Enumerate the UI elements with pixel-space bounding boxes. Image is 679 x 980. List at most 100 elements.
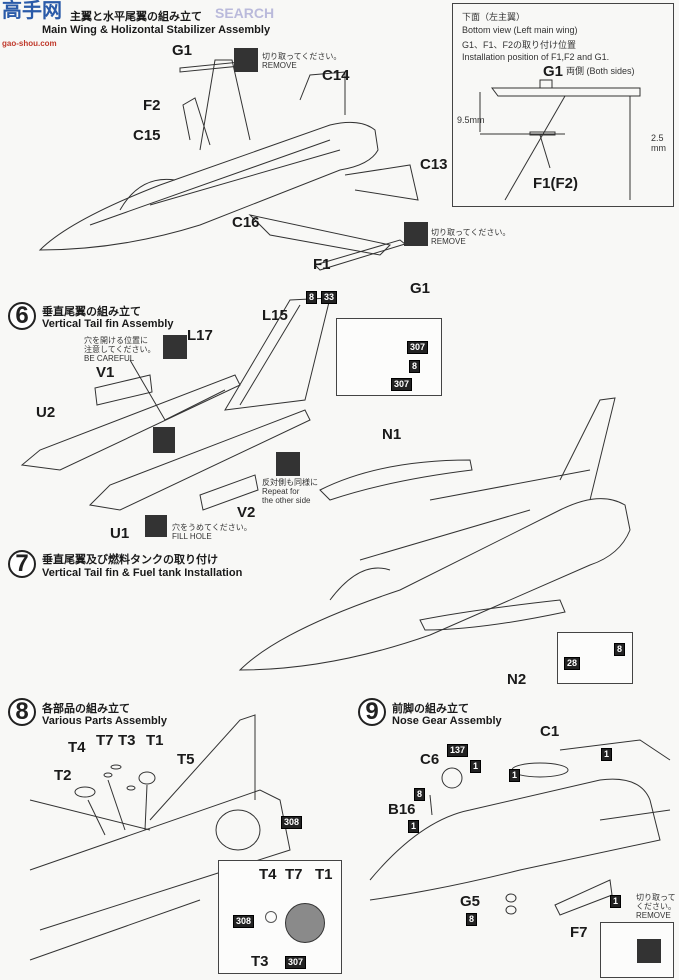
part-label-u1: U1 — [110, 525, 130, 542]
parts-paint-inset: T4 T7 T1 308 T3 307 — [218, 860, 342, 974]
inset-line2: Bottom view (Left main wing) — [462, 25, 578, 35]
bottom-view-diagram — [479, 79, 641, 201]
inset-dim-9-5: 9.5mm — [457, 115, 485, 125]
drill-hole-icon — [163, 335, 187, 359]
tail-fin-drawing — [20, 297, 331, 511]
t4-ring — [265, 911, 277, 923]
watermark-brand: 高手网 — [2, 0, 62, 22]
part-label-g1: G1 — [172, 42, 193, 59]
step-number-8: 8 — [8, 698, 36, 726]
remove-cut-icon — [637, 939, 661, 963]
step8-title-en: Various Parts Assembly — [42, 715, 167, 727]
careful-note: 穴を開ける位置に注意してください。BE CAREFUL — [84, 336, 156, 363]
part-label-c6: C6 — [420, 751, 440, 768]
part-label-t2: T2 — [54, 767, 72, 784]
inset-t7: T7 — [285, 866, 303, 883]
paint-badge: 33 — [321, 291, 338, 304]
inset-dim-2-5: 2.5 — [651, 133, 664, 143]
bottom-view-inset: 下面（左主翼） Bottom view (Left main wing) G1、… — [452, 3, 674, 207]
inset-t4: T4 — [259, 866, 277, 883]
paint-badge: 8 — [614, 643, 626, 656]
jet-drawing-step5 — [38, 59, 419, 271]
part-label-c15: C15 — [133, 127, 161, 144]
part-label-g1-2: G1 — [410, 280, 431, 297]
part-label-n1: N1 — [382, 426, 402, 443]
inset-line4: Installation position of F1,F2 and G1. — [462, 52, 610, 62]
part-label-f7: F7 — [570, 924, 588, 941]
remove-note-3: 切り取ってください。REMOVE — [636, 893, 676, 920]
step9-title-en: Nose Gear Assembly — [392, 715, 502, 727]
inset-line3: G1、F1、F2の取り付け位置 — [462, 40, 577, 50]
part-label-c13: C13 — [420, 156, 448, 173]
part-label-b16: B16 — [388, 801, 416, 818]
inset-g1: G1 — [543, 63, 564, 80]
part-label-l17: L17 — [187, 327, 213, 344]
watermark-url: gao-shou.com — [2, 39, 57, 48]
jet-drawing-step8 — [29, 714, 291, 961]
tail-paint-inset: 307 8 307 — [336, 318, 442, 396]
step5-title-en: Main Wing & Holizontal Stabilizer Assemb… — [42, 24, 271, 36]
part-label-l15: L15 — [262, 307, 288, 324]
inset-t3: T3 — [251, 953, 269, 970]
paint-badge: 8 — [466, 913, 478, 926]
watermark-overlay: SEARCH — [215, 5, 275, 21]
inset-line1: 下面（左主翼） — [462, 12, 526, 22]
paint-badge: 1 — [610, 895, 622, 908]
open-hole-icon — [153, 427, 175, 453]
part-label-c14: C14 — [322, 67, 350, 84]
paint-badge: 1 — [408, 820, 420, 833]
fill-hole-icon — [145, 515, 167, 537]
part-label-v2: V2 — [237, 504, 256, 521]
part-label-t7: T7 — [96, 732, 114, 749]
step8-title-jp: 各部品の組み立て — [42, 703, 130, 715]
step6-title-jp: 垂直尾翼の組み立て — [42, 306, 141, 318]
remove-inset — [600, 922, 674, 978]
step7-title-jp: 垂直尾翼及び燃料タンクの取り付け — [42, 554, 218, 566]
jet-drawing-step7 — [238, 397, 631, 671]
part-label-u2: U2 — [36, 404, 56, 421]
jet-drawing-step9 — [369, 739, 671, 916]
step7-title-en: Vertical Tail fin & Fuel tank Installati… — [42, 567, 243, 579]
step-number-7: 7 — [8, 550, 36, 578]
paint-badge: 307 — [407, 341, 429, 354]
part-label-v1: V1 — [96, 364, 115, 381]
part-label-t5: T5 — [177, 751, 195, 768]
inset-both-sides: 両側 (Both sides) — [566, 66, 635, 76]
remove-note-1: 切り取ってください。REMOVE — [262, 52, 342, 70]
remove-cut-icon — [404, 222, 428, 246]
paint-badge: 8 — [414, 788, 426, 801]
tank-paint-inset: 28 8 — [557, 632, 633, 684]
part-label-c1: C1 — [540, 723, 560, 740]
paint-badge: 308 — [281, 816, 303, 829]
t1-disc — [285, 903, 325, 943]
part-label-t4: T4 — [68, 739, 86, 756]
part-label-f2: F2 — [143, 97, 161, 114]
inset-f1f2: F1(F2) — [533, 175, 578, 192]
inset-dim-unit: mm — [651, 143, 666, 153]
step6-title-en: Vertical Tail fin Assembly — [42, 318, 174, 330]
step9-title-jp: 前脚の組み立て — [392, 703, 469, 715]
part-label-t3: T3 — [118, 732, 136, 749]
paint-badge: 1 — [470, 760, 482, 773]
paint-badge: 1 — [601, 748, 613, 761]
part-label-f1: F1 — [313, 256, 331, 273]
inset-t1: T1 — [315, 866, 333, 883]
part-label-g5: G5 — [460, 893, 481, 910]
part-label-c16: C16 — [232, 214, 260, 231]
paint-badge: 137 — [447, 744, 469, 757]
paint-badge: 307 — [285, 956, 307, 969]
paint-badge: 28 — [564, 657, 581, 670]
remove-cut-icon — [234, 48, 258, 72]
paint-badge: 1 — [509, 769, 521, 782]
remove-cut-icon — [276, 452, 300, 476]
paint-badge: 307 — [391, 378, 413, 391]
step5-title-jp: 主翼と水平尾翼の組み立て — [70, 11, 202, 23]
part-label-t1: T1 — [146, 732, 164, 749]
remove-note-2: 切り取ってください。REMOVE — [431, 228, 511, 246]
part-label-n2: N2 — [507, 671, 527, 688]
paint-badge: 308 — [233, 915, 255, 928]
fill-hole-note: 穴をうめてください。FILL HOLE — [172, 523, 252, 541]
paint-badge: 8 — [409, 360, 421, 373]
